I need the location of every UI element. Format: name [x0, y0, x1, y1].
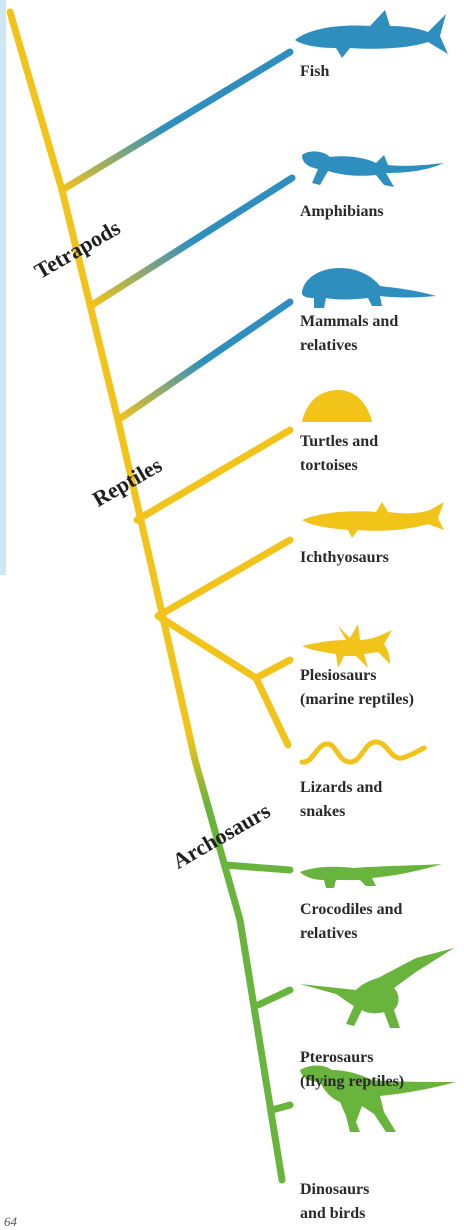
branch-fish: [62, 52, 290, 190]
branch-lizards: [256, 678, 288, 745]
branch-amphibians: [92, 178, 292, 305]
label-mammals: Mammals and relatives: [300, 310, 464, 358]
branch-plesiosaurs: [256, 660, 290, 678]
branch-pterosaurs: [258, 990, 290, 1005]
label-dinosaurs: Dinosaurs and birds: [300, 1178, 464, 1226]
shark-silhouette-icon: [290, 6, 450, 62]
page-number: 64: [4, 1214, 17, 1230]
label-turtles: Turtles and tortoises: [300, 430, 464, 478]
label-fish: Fish: [300, 60, 464, 84]
tree-trunk: [10, 12, 282, 1180]
branch-dinosaurs: [272, 1105, 290, 1110]
branch-ichthyosaurs: [158, 540, 290, 616]
branch-crocodiles: [225, 865, 290, 870]
branch-mammals: [118, 302, 290, 420]
label-amphibians: Amphibians: [300, 200, 464, 224]
snake-silhouette-icon: [298, 736, 428, 768]
label-lizards: Lizards and snakes: [300, 776, 464, 824]
label-pterosaurs: Pterosaurs (flying reptiles): [300, 1046, 464, 1094]
mammal-relative-silhouette-icon: [296, 262, 440, 310]
amphibian-silhouette-icon: [296, 145, 446, 195]
turtle-shell-silhouette-icon: [298, 386, 374, 428]
ichthyosaur-silhouette-icon: [298, 500, 446, 540]
label-plesiosaurs: Plesiosaurs (marine reptiles): [300, 664, 464, 712]
crocodile-silhouette-icon: [296, 856, 446, 890]
pterosaur-silhouette-icon: [296, 944, 456, 1034]
label-ichthyosaurs: Ichthyosaurs: [300, 546, 464, 570]
label-crocodiles: Crocodiles and relatives: [300, 898, 464, 946]
